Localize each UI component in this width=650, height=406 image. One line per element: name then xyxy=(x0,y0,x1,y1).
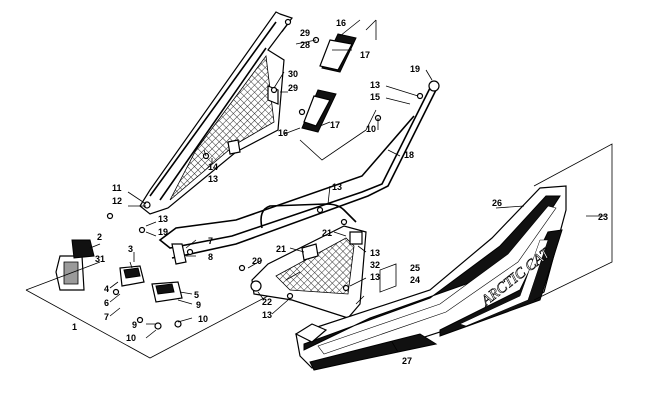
upper-door-mesh xyxy=(169,54,275,201)
callout-19b: 19 xyxy=(158,227,168,237)
leader-lines xyxy=(89,19,606,353)
callout-13c: 13 xyxy=(370,80,380,90)
callout-30: 30 xyxy=(288,69,298,79)
group-brackets xyxy=(25,19,613,359)
callout-1: 1 xyxy=(72,322,77,332)
callout-5: 5 xyxy=(194,290,199,300)
callout-20: 20 xyxy=(252,256,262,266)
callout-24: 24 xyxy=(410,275,420,285)
callout-10a: 10 xyxy=(198,314,208,324)
callout-8: 8 xyxy=(208,252,213,262)
callout-7a: 7 xyxy=(208,236,213,246)
callout-9b: 9 xyxy=(132,320,137,330)
callout-26: 26 xyxy=(492,198,502,208)
callout-21b: 21 xyxy=(322,228,332,238)
callout-4: 4 xyxy=(104,284,109,294)
callout-11: 11 xyxy=(112,183,122,193)
callout-12: 12 xyxy=(112,196,122,206)
callout-13g: 13 xyxy=(262,310,272,320)
callout-16b: 16 xyxy=(278,128,288,138)
callout-13b: 13 xyxy=(208,174,218,184)
callout-29b: 29 xyxy=(288,83,298,93)
callout-13d: 13 xyxy=(332,182,342,192)
callout-10c: 10 xyxy=(366,124,376,134)
callout-23: 23 xyxy=(598,212,608,222)
callout-15: 15 xyxy=(370,92,380,102)
callout-18: 18 xyxy=(404,150,414,160)
lower-door-mesh xyxy=(275,237,355,295)
trim-strips xyxy=(301,33,357,133)
callout-labels: 1 2 3 4 5 6 7 7 8 9 9 10 10 10 11 12 13 … xyxy=(72,18,608,366)
callout-19a: 19 xyxy=(410,64,420,74)
callout-13e: 13 xyxy=(370,248,380,258)
callout-17b: 17 xyxy=(330,120,340,130)
callout-32: 32 xyxy=(370,260,380,270)
callout-21a: 21 xyxy=(276,244,286,254)
side-panel: ARCTIC CAT xyxy=(294,185,567,371)
callout-6: 6 xyxy=(104,298,109,308)
callout-9a: 9 xyxy=(196,300,201,310)
callout-31: 31 xyxy=(95,254,105,264)
hinge-assembly xyxy=(55,239,183,330)
callout-2: 2 xyxy=(97,232,102,242)
callout-3: 3 xyxy=(128,244,133,254)
callout-29a: 29 xyxy=(300,28,310,38)
callout-7b: 7 xyxy=(104,312,109,322)
upper-door-frame xyxy=(139,11,293,215)
callout-17a: 17 xyxy=(360,50,370,60)
callout-13f: 13 xyxy=(370,272,380,282)
callout-28: 28 xyxy=(300,40,310,50)
callout-10b: 10 xyxy=(126,333,136,343)
callout-25: 25 xyxy=(410,263,420,273)
lower-door-panel xyxy=(250,225,367,319)
callout-27: 27 xyxy=(402,356,412,366)
callout-16a: 16 xyxy=(336,18,346,28)
callout-13a: 13 xyxy=(158,214,168,224)
callout-22: 22 xyxy=(262,297,272,307)
callout-14: 14 xyxy=(208,162,218,172)
lower-door-frame xyxy=(158,80,440,265)
